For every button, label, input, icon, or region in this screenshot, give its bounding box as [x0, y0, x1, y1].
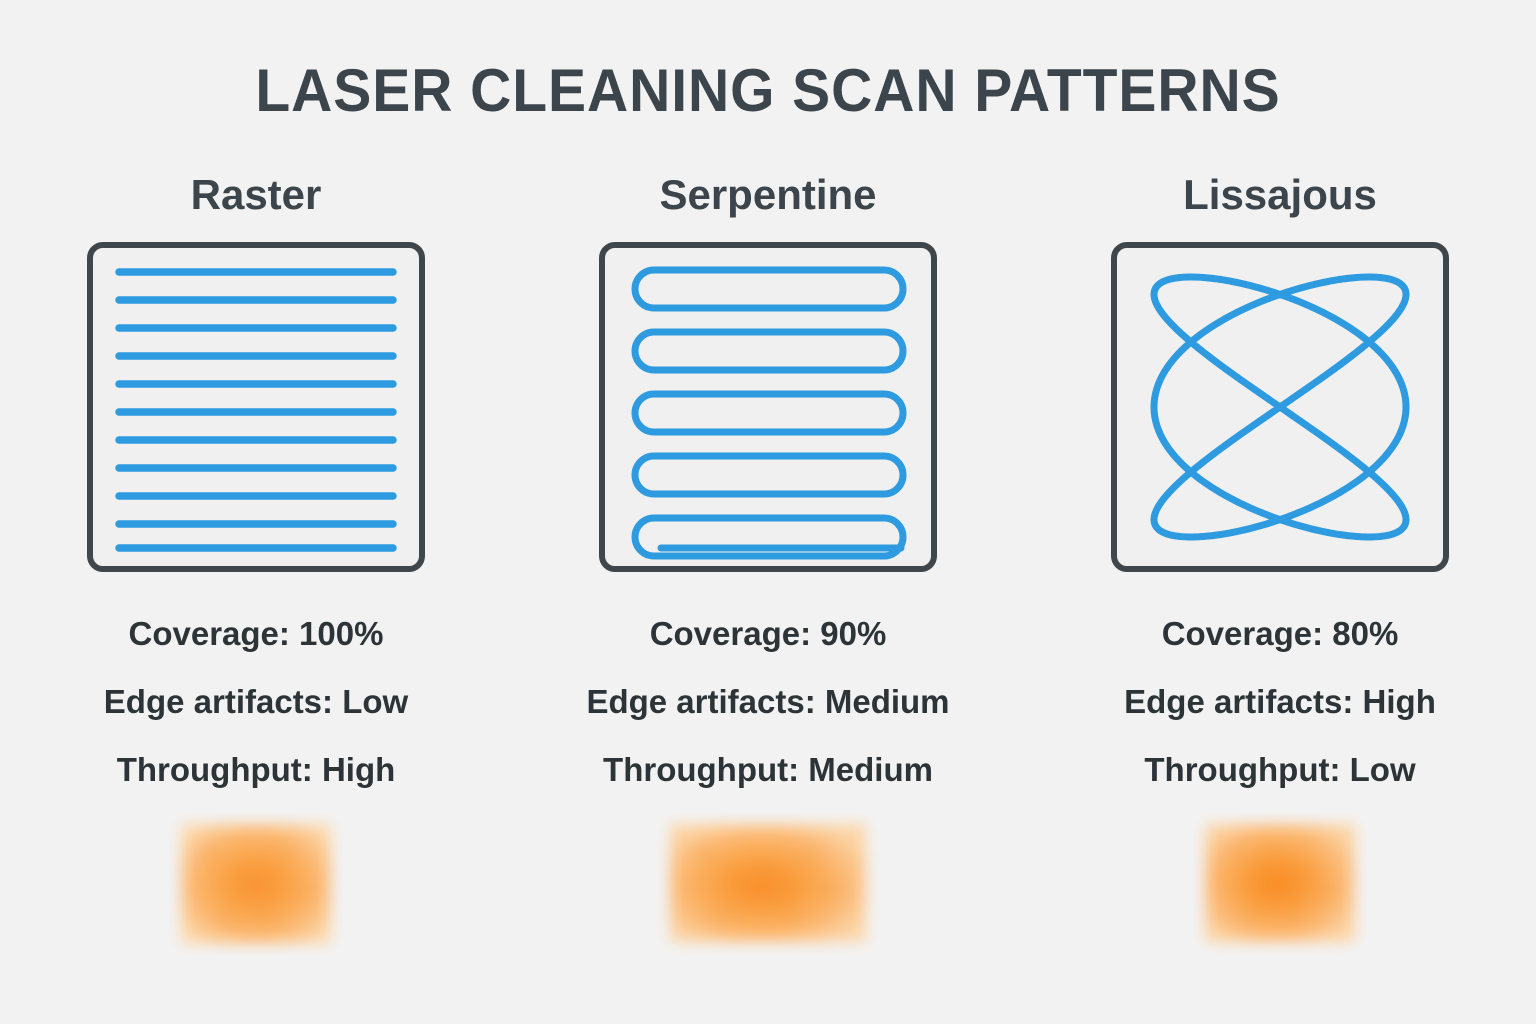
pattern-panel-raster — [87, 242, 425, 572]
page-title: LASER CLEANING SCAN PATTERNS — [255, 57, 1281, 124]
metrics-serpentine: Coverage: 90% Edge artifacts: Medium Thr… — [586, 616, 949, 788]
heatmap-swatch-wrap-lissajous — [1205, 824, 1355, 942]
heatmap-swatch-lissajous — [1205, 824, 1355, 942]
heatmap-swatch-serpentine — [670, 824, 866, 942]
metrics-raster: Coverage: 100% Edge artifacts: Low Throu… — [104, 616, 408, 788]
metrics-lissajous: Coverage: 80% Edge artifacts: High Throu… — [1124, 616, 1436, 788]
metric-throughput: Throughput: High — [116, 751, 396, 788]
metric-coverage: Coverage: 90% — [649, 615, 887, 652]
column-serpentine: Serpentine Coverage: 90% Edge artifacts:… — [512, 170, 1024, 942]
pattern-panel-serpentine — [599, 242, 937, 572]
raster-lines-icon — [115, 268, 397, 552]
column-heading-serpentine: Serpentine — [659, 171, 877, 218]
heatmap-swatch-wrap-serpentine — [670, 824, 866, 942]
metric-coverage: Coverage: 80% — [1161, 615, 1399, 652]
metric-edge-artifacts: Edge artifacts: Medium — [586, 683, 950, 720]
column-lissajous: Lissajous Coverage: 80% Edge artifacts: … — [1024, 170, 1536, 942]
metric-throughput: Throughput: Low — [1144, 751, 1416, 788]
column-heading-lissajous: Lissajous — [1183, 171, 1377, 218]
heatmap-swatch-raster — [181, 824, 331, 944]
column-raster: Raster — [0, 170, 512, 944]
lissajous-curve-icon — [1150, 273, 1410, 541]
metric-edge-artifacts: Edge artifacts: Low — [103, 683, 409, 720]
heatmap-icon — [181, 824, 331, 944]
heatmap-swatch-wrap-raster — [181, 824, 331, 944]
metric-throughput: Throughput: Medium — [603, 751, 933, 788]
heatmap-icon — [1205, 824, 1355, 942]
heatmap-icon — [670, 824, 866, 942]
metric-coverage: Coverage: 100% — [128, 615, 384, 652]
serpentine-path-icon — [631, 266, 907, 560]
column-heading-raster: Raster — [190, 171, 322, 218]
pattern-panel-lissajous — [1111, 242, 1449, 572]
metric-edge-artifacts: Edge artifacts: High — [1124, 683, 1436, 720]
pattern-columns: Raster — [0, 170, 1536, 944]
